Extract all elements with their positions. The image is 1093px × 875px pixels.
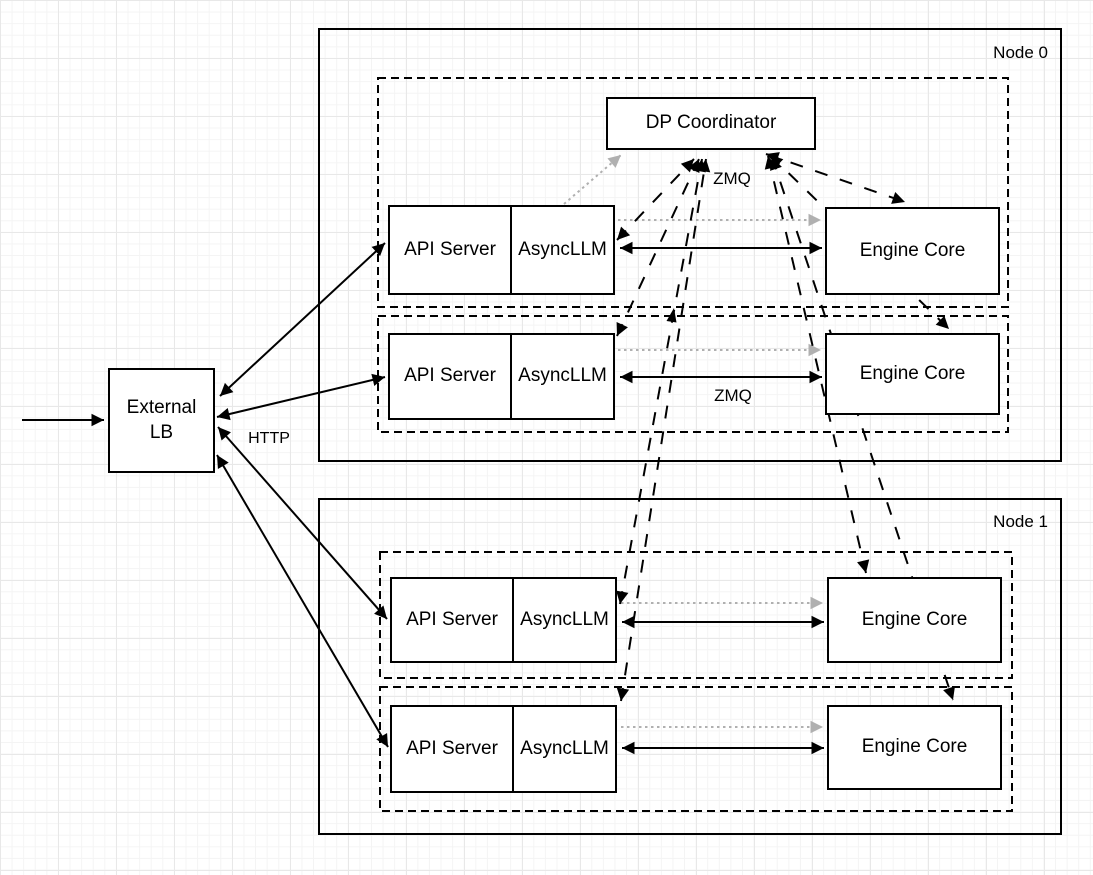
engine-core-label: Engine Core bbox=[859, 362, 966, 384]
api-server-box-node0-row1: API Server AsyncLLM bbox=[388, 205, 615, 295]
asyncllm-label: AsyncLLM bbox=[518, 238, 607, 260]
dp-coordinator-label: DP Coordinator bbox=[645, 112, 777, 134]
zmq-label-top: ZMQ bbox=[713, 169, 751, 188]
engine-core-box-node0-row2: Engine Core bbox=[825, 333, 1000, 415]
external-lb-box: External LB bbox=[108, 368, 215, 473]
http-arrow-lb-api1a bbox=[217, 426, 388, 620]
zmq-link-asyncllm1a-dp bbox=[616, 158, 706, 605]
zmq-link-asyncllm0a-dp bbox=[616, 158, 695, 241]
node0-label: Node 0 bbox=[993, 43, 1048, 62]
api-server-label: API Server bbox=[406, 608, 498, 630]
dotted-arrow-asyncllm0a-to-dp bbox=[563, 154, 622, 205]
dp-coordinator-box: DP Coordinator bbox=[606, 97, 816, 150]
external-lb-label-line1: External bbox=[126, 396, 197, 418]
asyncllm-label: AsyncLLM bbox=[520, 608, 609, 630]
node1-label: Node 1 bbox=[993, 512, 1048, 531]
zmq-midline-arrowhead bbox=[666, 308, 677, 323]
api-server-box-node1-row2: API Server AsyncLLM bbox=[390, 705, 617, 793]
zmq-link-asyncllm1b-dp bbox=[616, 158, 711, 702]
api-server-box-node0-row2: API Server AsyncLLM bbox=[388, 333, 615, 420]
engine-core-box-node1-row1: Engine Core bbox=[827, 577, 1002, 663]
api-server-label: API Server bbox=[404, 238, 496, 260]
engine-core-label: Engine Core bbox=[861, 736, 968, 758]
zmq-link-dp-engine0a bbox=[765, 152, 906, 204]
engine-core-box-node0-row1: Engine Core bbox=[825, 207, 1000, 295]
engine-core-label: Engine Core bbox=[859, 239, 966, 261]
api-server-label: API Server bbox=[406, 737, 498, 759]
asyncllm-label: AsyncLLM bbox=[518, 365, 607, 387]
http-arrow-lb-api0b bbox=[216, 373, 386, 421]
http-label: HTTP bbox=[248, 430, 290, 447]
engine-core-label: Engine Core bbox=[861, 608, 968, 630]
api-server-box-node1-row1: API Server AsyncLLM bbox=[390, 577, 617, 663]
http-arrow-lb-api1b bbox=[216, 454, 389, 748]
asyncllm-label: AsyncLLM bbox=[520, 737, 609, 759]
http-arrow-lb-api0a bbox=[219, 242, 386, 397]
engine-core-box-node1-row2: Engine Core bbox=[827, 705, 1002, 790]
zmq-label-row2: ZMQ bbox=[714, 386, 752, 405]
external-lb-label-line2: LB bbox=[149, 421, 174, 443]
api-server-label: API Server bbox=[404, 365, 496, 387]
